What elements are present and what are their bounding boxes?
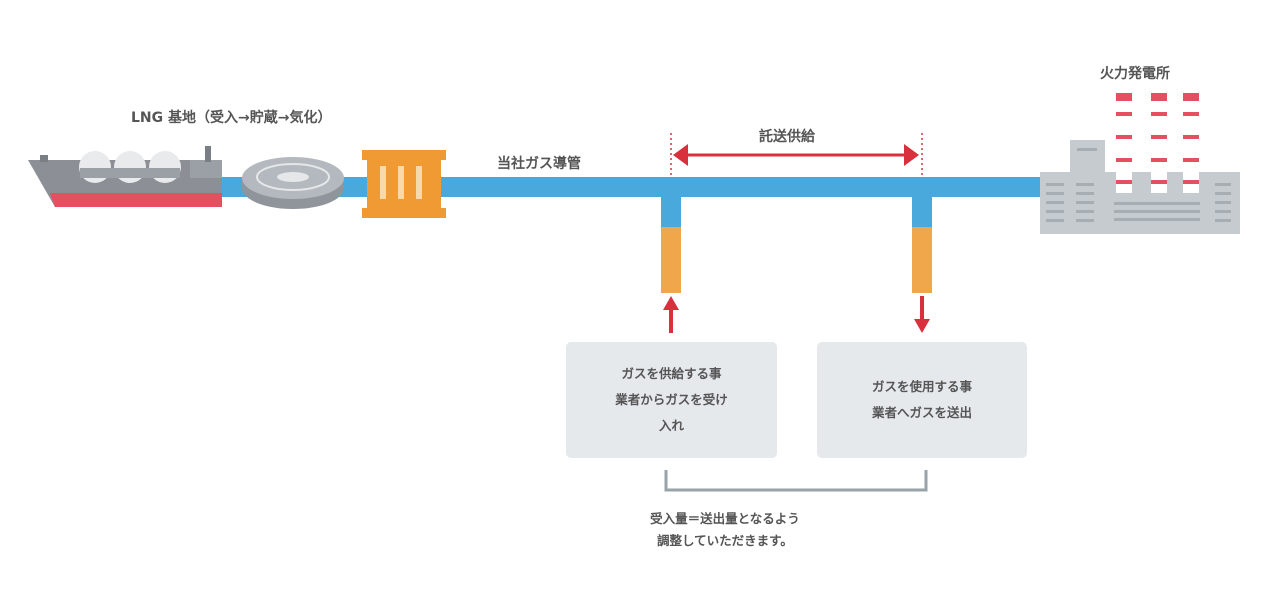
consignment-double-arrow <box>673 144 919 166</box>
power-plant-icon <box>1040 93 1240 234</box>
branch-right-pipe <box>912 197 932 227</box>
balance-note-line1: 受入量＝送出量となるよう <box>650 511 800 526</box>
branch-left-segment <box>661 227 681 293</box>
send-box: ガスを使用する事 業者へガスを送出 <box>817 342 1027 458</box>
vaporizer-icon <box>362 150 446 218</box>
up-arrow-icon <box>663 296 679 333</box>
power-plant-label: 火力発電所 <box>1100 66 1170 82</box>
balance-note-line2: 調整していただきます。 <box>657 533 793 548</box>
bracket-line <box>664 470 928 492</box>
lng-ship-icon <box>28 146 222 207</box>
balance-note: 受入量＝送出量となるよう 調整していただきます。 <box>595 508 855 552</box>
branch-right-segment <box>912 227 932 293</box>
company-pipeline-label: 当社ガス導管 <box>497 156 581 172</box>
receive-box: ガスを供給する事 業者からガスを受け 入れ <box>566 342 777 458</box>
branch-left-pipe <box>661 197 681 227</box>
consignment-supply-label: 託送供給 <box>759 129 815 145</box>
lng-base-label: LNG 基地（受入→貯蔵→気化） <box>131 110 332 126</box>
storage-tank-icon <box>242 157 344 209</box>
receive-box-text: ガスを供給する事 業者からガスを受け 入れ <box>615 366 728 433</box>
down-arrow-icon <box>914 296 930 333</box>
send-box-text: ガスを使用する事 業者へガスを送出 <box>871 379 972 420</box>
